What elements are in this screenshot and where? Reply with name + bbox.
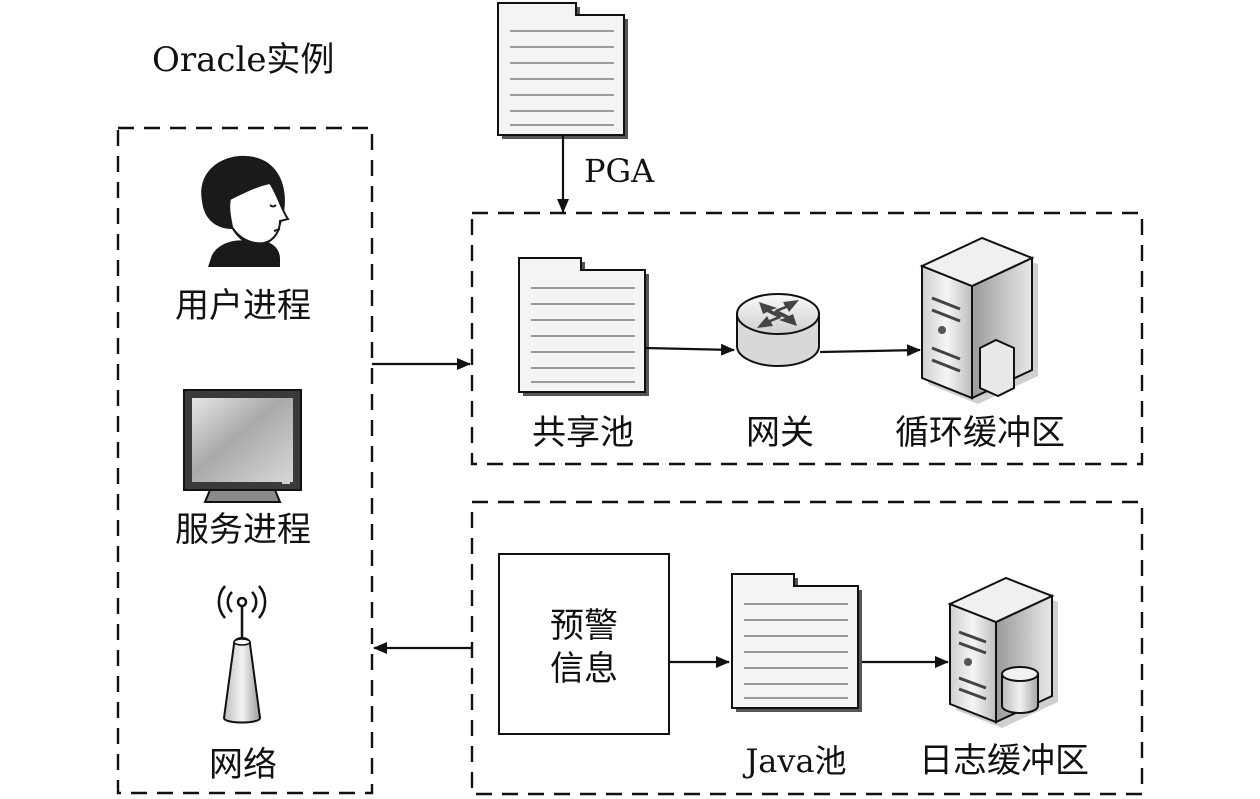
shared-pool-document-icon bbox=[518, 257, 649, 396]
person-icon bbox=[201, 155, 290, 267]
log-buffer-label: 日志缓冲区 bbox=[919, 741, 1089, 781]
gateway-label: 网关 bbox=[746, 413, 814, 453]
redo-buffer-label: 循环缓冲区 bbox=[895, 413, 1065, 453]
alert-info-label-line2: 信息 bbox=[550, 649, 618, 689]
monitor-icon bbox=[183, 389, 302, 503]
router-icon bbox=[736, 293, 820, 367]
network-label: 网络 bbox=[209, 745, 277, 785]
alert-info-box bbox=[498, 553, 670, 735]
server-process-label: 服务进程 bbox=[175, 510, 311, 550]
java-pool-document-icon bbox=[731, 573, 862, 712]
arrow-gateway-to-redo-buffer bbox=[819, 344, 921, 357]
user-process-label: 用户进程 bbox=[175, 286, 311, 326]
pga-label: PGA bbox=[584, 152, 655, 190]
java-pool-label: Java池 bbox=[742, 742, 846, 780]
pga-document-icon bbox=[497, 2, 628, 139]
arrow-shared-pool-to-gateway bbox=[644, 343, 735, 356]
alert-info-label-line1: 预警 bbox=[550, 606, 618, 646]
left-panel-frame bbox=[116, 126, 374, 795]
shared-pool-label: 共享池 bbox=[532, 413, 634, 453]
diagram-title: Oracle实例 bbox=[152, 40, 334, 80]
antenna-icon bbox=[217, 585, 267, 724]
server-icon-redo bbox=[919, 236, 1038, 404]
sga-top-group-frame bbox=[470, 211, 1144, 466]
server-icon-log bbox=[947, 576, 1058, 728]
